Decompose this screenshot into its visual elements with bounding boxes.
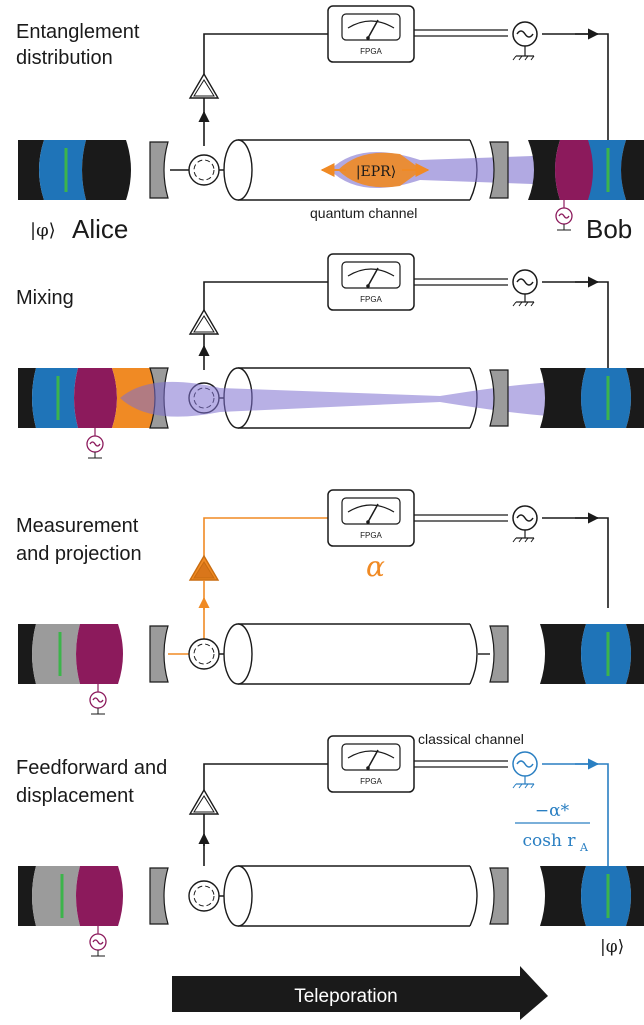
bob-cavity [540,624,644,684]
bob-label: Bob [586,214,632,244]
panel-1: Entanglement distribution FPGA [16,5,644,244]
panel-3-title-line1: Measurement [16,515,139,537]
panel-2-title: Mixing [16,287,74,309]
formula-denominator-subscript: A [579,841,589,854]
phi-ket-label: |φ⟩ [30,220,56,241]
quantum-channel-label: quantum channel [310,205,417,221]
pump-source-icon [89,684,107,715]
fpga-label: FPGA [360,295,382,304]
amplifier-icon [188,308,220,370]
mirror-right [489,867,509,925]
fpga-meter: FPGA [327,5,415,63]
drive-wire [542,33,609,148]
fpga-meter: FPGA [327,253,415,311]
bob-cavity [528,140,644,200]
pump-source-icon [86,428,104,459]
mirror-right [489,141,509,199]
amplifier-icon [188,72,220,146]
mirror-left [149,867,169,925]
mirror-left [149,625,169,683]
alpha-label: α [366,550,385,583]
bob-cavity [540,866,644,926]
amplifier-icon [188,788,220,866]
panel-1-title-line1: Entanglement [16,21,140,43]
panel-2: Mixing FPGA [16,253,644,459]
transmission-line [223,865,478,927]
ac-source-icon [512,505,538,543]
phi-ket-label: |φ⟩ [600,937,624,957]
alice-label: Alice [72,214,128,244]
mirror-right [489,625,509,683]
ac-source-icon [512,269,538,307]
panel-4-title-line1: Feedforward and [16,757,167,779]
panel-3: Measurement and projection FPGA α [16,489,644,715]
fpga-meter: FPGA [327,489,415,547]
teleportation-label: Teleporation [294,986,398,1007]
fpga-label: FPGA [360,47,382,56]
mirror-left [149,141,169,199]
alice-cavity [18,140,131,200]
epr-label: |EPR⟩ [356,164,396,180]
pump-source-icon [89,926,107,957]
panel-4: Feedforward and displacement FPGA classi… [16,731,644,957]
alice-cavity-measured [18,866,123,926]
ac-source-icon [512,21,538,61]
fpga-label: FPGA [360,777,382,786]
fpga-meter: FPGA [327,735,415,793]
pump-source-icon [555,200,573,231]
fpga-label: FPGA [360,531,382,540]
alice-cavity-measured [18,624,123,684]
teleportation-arrow: Teleporation [172,966,548,1020]
classical-channel-label: classical channel [418,731,524,747]
feedforward-formula: −α* cosh r A [515,801,590,854]
formula-numerator: −α* [535,801,570,821]
panel-1-title-line2: distribution [16,47,113,69]
bob-cavity [540,368,644,428]
panel-4-title-line2: displacement [16,785,134,807]
transmission-line [223,623,490,685]
mirror-right [489,369,509,427]
amplifier-icon-active [188,554,220,640]
panel-3-title-line2: and projection [16,543,142,565]
signal-wire [203,33,328,90]
ac-source-icon [512,751,538,789]
transmission-line [223,139,478,201]
formula-denominator: cosh r [523,831,577,851]
